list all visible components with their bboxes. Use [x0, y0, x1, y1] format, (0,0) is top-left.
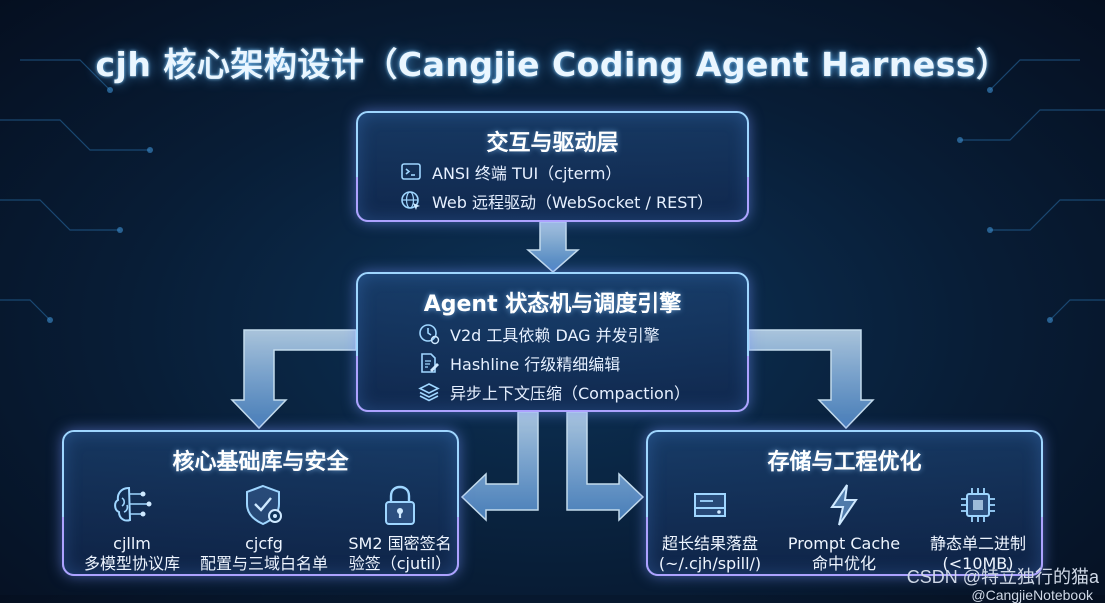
lightning-icon	[830, 484, 858, 526]
list-item: Hashline 行级精细编辑	[418, 351, 620, 375]
feature-label-1: cjllm	[113, 534, 151, 553]
list-item: ANSI 终端 TUI（cjterm）	[400, 160, 621, 184]
feature-item: 静态单二进制 (<10MB)	[908, 482, 1048, 574]
list-item-label: Web 远程驱动（WebSocket / REST）	[432, 193, 714, 212]
list-item-label: V2d 工具依赖 DAG 并发引擎	[450, 326, 660, 345]
feature-label-2: (<10MB)	[942, 554, 1014, 573]
feature-item: 超长结果落盘 (~/.cjh/spill/)	[640, 482, 780, 574]
document-edit-icon	[421, 353, 439, 373]
feature-item: Prompt Cache 命中优化	[774, 482, 914, 574]
feature-label-2: 验签（cjutil）	[348, 554, 452, 573]
agent-engine-title: Agent 状态机与调度引擎	[423, 292, 682, 317]
core-library-box: 核心基础库与安全 cjllm 多模型协议库 cjcfg 配置与三域白名单 SM2…	[62, 430, 459, 576]
feature-label-2: 多模型协议库	[83, 554, 180, 573]
globe-cursor-icon	[401, 191, 420, 210]
brain-circuit-icon	[114, 486, 152, 522]
list-item: V2d 工具依赖 DAG 并发引擎	[418, 322, 660, 346]
feature-item: cjllm 多模型协议库	[62, 482, 202, 574]
interaction-layer-box: 交互与驱动层 ANSI 终端 TUI（cjterm） Web 远程驱动（WebS…	[356, 111, 749, 222]
feature-label-2: 命中优化	[811, 554, 876, 573]
list-item: Web 远程驱动（WebSocket / REST）	[400, 189, 713, 213]
terminal-icon	[401, 163, 421, 180]
storage-optimization-box: 存储与工程优化 超长结果落盘 (~/.cjh/spill/) Prompt Ca…	[646, 430, 1043, 576]
feature-label-1: cjcfg	[245, 534, 283, 553]
storage-optimization-title: 存储与工程优化	[767, 450, 922, 475]
feature-item: SM2 国密签名 验签（cjutil）	[330, 482, 470, 574]
feature-label-1: 静态单二进制	[929, 534, 1026, 553]
clock-gear-icon	[419, 324, 440, 345]
feature-label-2: 配置与三域白名单	[199, 554, 328, 573]
feature-label-1: 超长结果落盘	[661, 534, 758, 553]
drive-icon	[694, 493, 726, 517]
list-item-label: ANSI 终端 TUI（cjterm）	[432, 164, 622, 183]
watermark-secondary: @CangjieNotebook	[971, 587, 1093, 603]
list-item-label: 异步上下文压缩（Compaction）	[450, 384, 690, 403]
padlock-icon	[385, 485, 415, 525]
feature-label-1: Prompt Cache	[787, 534, 901, 553]
feature-label-1: SM2 国密签名	[348, 534, 452, 553]
shield-gear-icon	[246, 484, 282, 526]
feature-item: cjcfg 配置与三域白名单	[194, 482, 334, 574]
chip-icon	[961, 488, 995, 522]
list-item-label: Hashline 行级精细编辑	[450, 355, 621, 374]
feature-label-2: (~/.cjh/spill/)	[658, 554, 762, 573]
agent-engine-box: Agent 状态机与调度引擎 V2d 工具依赖 DAG 并发引擎 Hashlin…	[356, 272, 749, 412]
watermark: CSDN @特立独行的猫a	[906, 567, 1099, 587]
core-library-title: 核心基础库与安全	[172, 450, 349, 475]
page-title: cjh 核心架构设计（Cangjie Coding Agent Harness）	[95, 45, 1010, 84]
interaction-layer-title: 交互与驱动层	[486, 131, 619, 156]
layers-icon	[418, 383, 440, 402]
list-item: 异步上下文压缩（Compaction）	[418, 380, 690, 404]
